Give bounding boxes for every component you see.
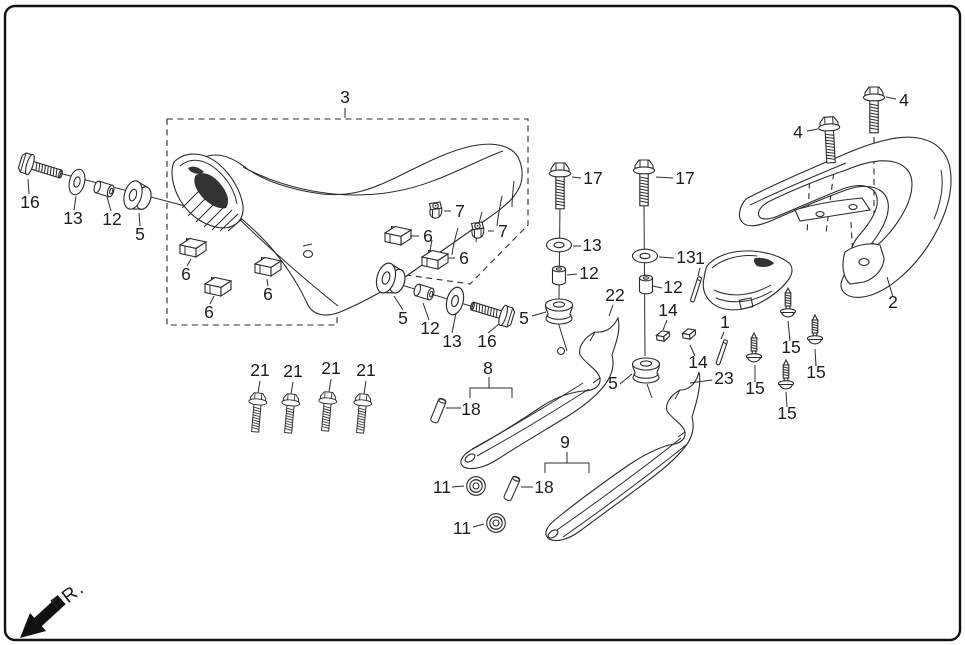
callout-collar-12-upper: 12 (102, 209, 121, 229)
callout-screw-15-c: 15 (745, 378, 764, 398)
callout-grommet-5-upper: 5 (135, 224, 145, 244)
grommet-11-a (466, 476, 486, 496)
callout-grab-rail-2: 2 (888, 292, 898, 312)
collar-12-b (638, 274, 654, 295)
side-cover-8 (460, 316, 620, 470)
callout-bolt-16-lower: 16 (477, 331, 496, 351)
nut-7-a (428, 201, 443, 219)
callout-bolt-17-a: 17 (583, 168, 602, 188)
grommet-5-b (631, 357, 661, 384)
page-frame (3, 4, 962, 642)
front-arrow-icon (20, 595, 66, 638)
callout-bolt-17-b: 17 (675, 168, 694, 188)
callout-bolt-21-c: 21 (321, 358, 340, 378)
grab-rail (738, 136, 952, 298)
seat-assembly-dashed-box (166, 118, 529, 326)
callout-bolt-21-b: 21 (283, 361, 302, 381)
callout-labels: 3 16 13 12 5 6 6 6 6 6 7 7 5 12 13 16 5 … (20, 87, 909, 538)
seat (171, 143, 523, 316)
callout-clip-14-b: 14 (688, 352, 708, 372)
grommet-11-b (486, 513, 506, 533)
callout-side-cover-9: 9 (560, 432, 570, 452)
callout-cushion-6-c: 6 (263, 284, 273, 304)
grommet-5-mid (544, 298, 574, 325)
callout-cushion-6-d: 6 (423, 226, 433, 246)
callout-seat-assembly: 3 (340, 87, 350, 107)
callout-grommet-5-lower: 5 (398, 308, 408, 328)
rear-center-cover (702, 250, 793, 311)
callout-collar-12-b: 12 (663, 277, 682, 297)
callout-bolt-21-d: 21 (356, 360, 375, 380)
callout-screw-15-d: 15 (777, 403, 796, 423)
callout-washer-13-a: 13 (582, 235, 601, 255)
callout-pin-18-b: 18 (534, 477, 553, 497)
callout-pin-1-b: 1 (720, 312, 730, 332)
washer-13-b (631, 248, 659, 264)
callout-washer-13-lower: 13 (442, 331, 461, 351)
side-cover-9 (545, 371, 701, 542)
callout-bolt-4-a: 4 (793, 122, 803, 142)
callout-cushion-6-a: 6 (181, 264, 191, 284)
callout-cushion-6-b: 6 (204, 302, 214, 322)
nut-7-b (470, 221, 485, 239)
callout-grommet-11-a: 11 (433, 477, 451, 497)
callout-pin-1-a: 1 (695, 248, 705, 268)
callout-side-cover-8: 8 (483, 358, 493, 378)
callout-screw-15-a: 15 (781, 337, 800, 357)
callout-pin-18-a: 18 (461, 399, 480, 419)
seat-mount-stud (302, 249, 314, 259)
callout-cushion-6-e: 6 (459, 248, 469, 268)
callout-bolt-21-a: 21 (250, 360, 269, 380)
callout-grommet-5-b: 5 (608, 373, 618, 393)
callout-nut-7-b: 7 (498, 221, 508, 241)
callout-collar-12-lower: 12 (420, 318, 439, 338)
callout-grommet-5-mid: 5 (519, 308, 529, 328)
callout-trim-22: 22 (605, 285, 624, 305)
leader-lines (27, 96, 897, 528)
callout-washer-13-upper: 13 (63, 208, 82, 228)
callout-bolt-16-upper: 16 (20, 192, 39, 212)
callout-screw-15-b: 15 (806, 362, 825, 382)
callout-clip-14-a: 14 (658, 300, 678, 320)
callout-bolt-4-b: 4 (899, 90, 909, 110)
callout-washer-13-b: 13 (676, 247, 695, 267)
callout-collar-12-a: 12 (579, 263, 598, 283)
callout-nut-7-a: 7 (455, 201, 465, 221)
collar-12-a (551, 265, 567, 286)
washer-13-a (545, 237, 573, 253)
callout-cover-23: 23 (714, 368, 733, 388)
callout-grommet-11-b: 11 (453, 518, 471, 538)
